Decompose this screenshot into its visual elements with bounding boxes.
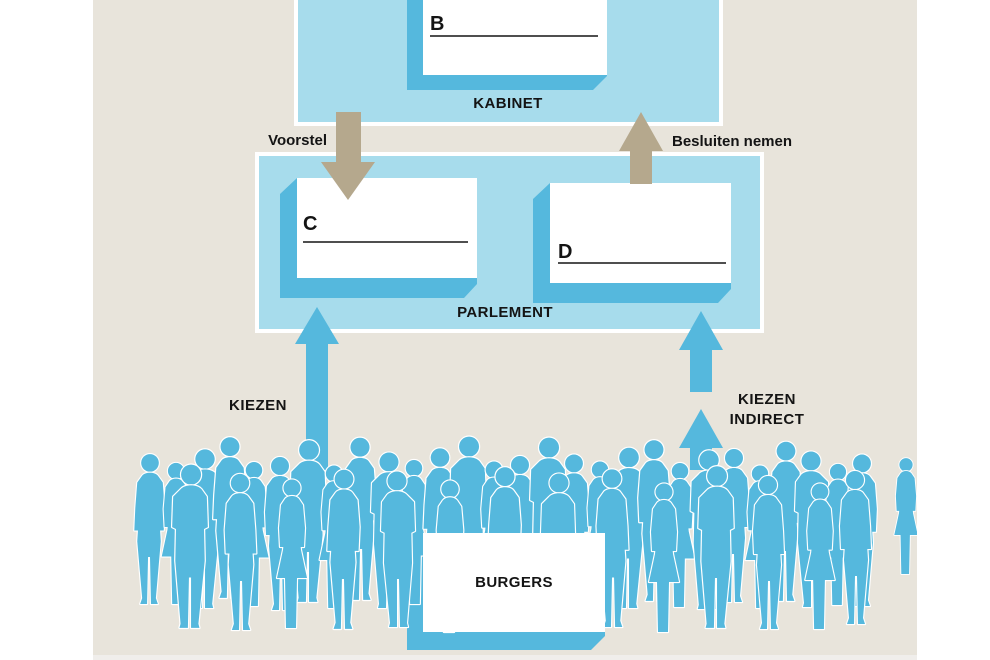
- answer-letter-b: B: [430, 13, 445, 35]
- kiezen-indirect-line2: INDIRECT: [729, 411, 805, 428]
- citizen-silhouette: [133, 452, 166, 606]
- kiezen-indirect-line1: KIEZEN: [737, 391, 796, 408]
- page-margin-left: [0, 0, 93, 660]
- burgers-label: BURGERS: [475, 574, 553, 591]
- page-margin-right: [917, 0, 990, 660]
- answer-box-c[interactable]: C: [297, 178, 477, 278]
- kiezen-label: KIEZEN: [228, 397, 287, 414]
- answer-letter-d: D: [558, 241, 573, 263]
- kiezen-indirect-label: KIEZEN INDIRECT: [717, 390, 817, 430]
- answer-line-d[interactable]: [558, 262, 726, 264]
- answer-line-b[interactable]: [430, 35, 598, 37]
- d-box-shadow: [533, 183, 731, 303]
- besluiten-nemen-label: Besluiten nemen: [672, 133, 793, 150]
- c-box-shadow: [280, 178, 477, 298]
- answer-box-d[interactable]: D: [550, 183, 731, 283]
- kabinet-label: KABINET: [473, 95, 543, 112]
- kiezen-arrow-icon: [295, 307, 339, 470]
- answer-letter-c: C: [303, 213, 318, 235]
- bottom-edge-strip: [93, 655, 917, 660]
- voorstel-label: Voorstel: [268, 132, 327, 149]
- answer-box-b[interactable]: B: [423, 0, 607, 75]
- burgers-box: BURGERS: [423, 533, 605, 632]
- citizen-silhouette: [893, 457, 919, 575]
- answer-line-c[interactable]: [303, 241, 468, 243]
- kiezen-indirect-upper-arrow-icon: [679, 311, 723, 392]
- parlement-label: PARLEMENT: [457, 304, 553, 321]
- burgers-box-shadow: [407, 533, 605, 650]
- voorstel-arrow-icon: [321, 112, 375, 200]
- besluiten-arrow-icon: [619, 112, 663, 184]
